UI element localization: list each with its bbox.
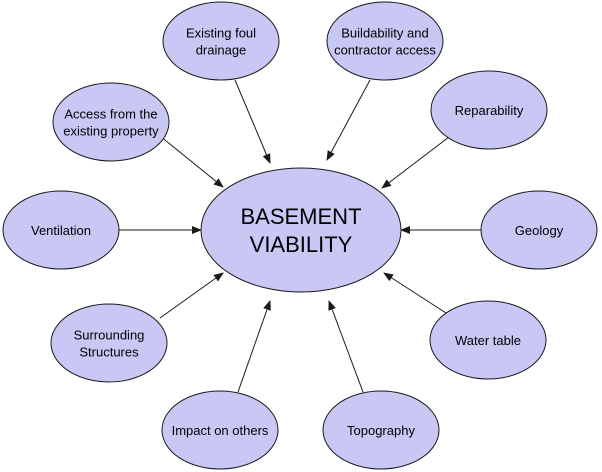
node-ellipse (429, 300, 547, 380)
node-ellipse (480, 190, 598, 270)
node-label-line: Access from the (64, 107, 157, 122)
node-ellipse (322, 390, 440, 470)
node-label-line: existing property (63, 124, 159, 139)
node-access-from-existing-property: Access from the existing property (52, 82, 170, 162)
arrow-topography (328, 300, 364, 393)
node-ellipse (50, 303, 168, 383)
node-impact-on-others: Impact on others (161, 390, 279, 470)
arrow-reparability (381, 136, 450, 189)
center-label-line: VIABILITY (250, 232, 353, 257)
arrow-impact-on-others (237, 300, 271, 393)
arrow-buildability-and-contractor-access (326, 79, 371, 161)
node-label-line: Buildability and (341, 26, 428, 41)
node-geology: Geology (480, 190, 598, 270)
arrow-surrounding-structures (159, 272, 224, 319)
node-ellipse (161, 390, 279, 470)
node-ellipse (430, 70, 548, 150)
node-ventilation: Ventilation (2, 190, 120, 270)
node-buildability-and-contractor-access: Buildability and contractor access (326, 1, 444, 81)
node-ellipse (52, 82, 170, 162)
connectors (119, 79, 481, 393)
node-label-line: Surrounding (74, 328, 145, 343)
node-ellipse (2, 190, 120, 270)
node-label-line: Structures (79, 345, 139, 360)
node-ellipse (326, 1, 444, 81)
node-label-line: Geology (515, 223, 564, 238)
node-label-line: Impact on others (172, 423, 269, 438)
center-ellipse (200, 167, 402, 293)
arrow-existing-foul-drainage (234, 79, 271, 164)
node-label-line: Ventilation (31, 223, 91, 238)
node-label-line: contractor access (334, 43, 436, 58)
node-label-line: Water table (455, 333, 521, 348)
node-ellipse (162, 1, 280, 81)
node-water-table: Water table (429, 300, 547, 380)
node-label-line: Topography (347, 423, 415, 438)
node-label-line: Reparability (455, 103, 524, 118)
node-topography: Topography (322, 390, 440, 470)
node-label-line: drainage (196, 43, 247, 58)
center-label-line: BASEMENT (240, 204, 361, 229)
node-existing-foul-drainage: Existing foul drainage (162, 1, 280, 81)
center-node: BASEMENT VIABILITY (200, 167, 402, 293)
arrow-access-from-existing-property (159, 135, 224, 188)
node-reparability: Reparability (430, 70, 548, 150)
node-label-line: Existing foul (186, 26, 256, 41)
arrow-water-table (383, 272, 447, 314)
